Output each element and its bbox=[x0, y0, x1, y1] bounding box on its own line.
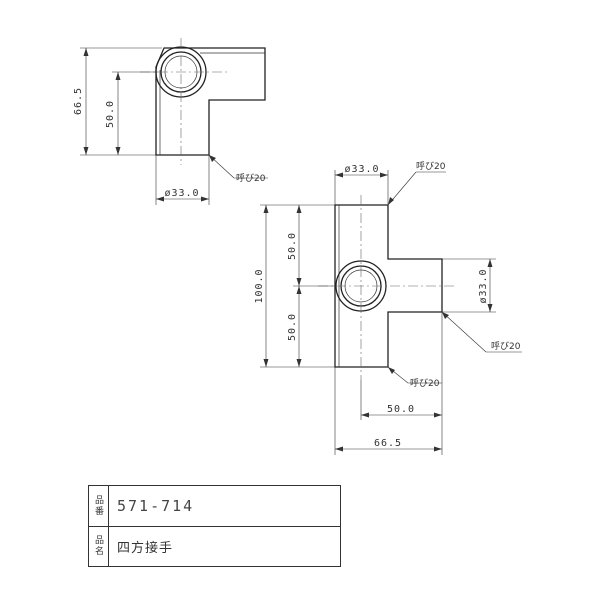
front-view-callout-top-arrow bbox=[388, 197, 394, 205]
top-view-dim-66-5: 66.5 bbox=[73, 87, 84, 115]
part-number: 571-714 bbox=[117, 497, 195, 515]
front-view-arrow-66-5-h-left bbox=[335, 446, 343, 452]
part-name-label: 品名 bbox=[89, 526, 109, 566]
front-view-arrow-dia-top-left bbox=[335, 172, 343, 178]
front-view-dim-100: 100.0 bbox=[254, 268, 265, 303]
front-view-dim-lower: 50.0 bbox=[287, 313, 298, 341]
front-view-arrow-lower-bottom bbox=[296, 359, 302, 367]
top-view-arrow-66-5-bottom bbox=[83, 147, 89, 155]
part-name-row: 品名 四方接手 bbox=[89, 526, 340, 566]
front-view-dim-width-inner: 50.0 bbox=[387, 404, 415, 415]
front-view-arrow-50-h-right bbox=[434, 412, 442, 418]
top-view-arrow-66-5-top bbox=[83, 48, 89, 56]
top-view: 66.5 50.0 ø33.0 呼び20 bbox=[73, 38, 268, 205]
front-view-callout-right-arrow bbox=[442, 312, 449, 319]
front-view-arrow-100-top bbox=[263, 205, 269, 213]
top-view-dim-dia: ø33.0 bbox=[164, 188, 199, 199]
front-view-callout-bottom-arrow bbox=[388, 367, 395, 374]
top-view-arrow-dia-left bbox=[156, 196, 164, 202]
front-view-dim-dia-top: ø33.0 bbox=[344, 164, 379, 175]
front-view-arrow-100-bottom bbox=[263, 359, 269, 367]
front-view-body-outline bbox=[334, 204, 443, 368]
front-view-arrow-dia-top-right bbox=[380, 172, 388, 178]
front-view-arrow-lower-top bbox=[296, 286, 302, 294]
front-view-dim-dia-right: ø33.0 bbox=[478, 268, 489, 303]
front-view-callout-right: 呼び20 bbox=[491, 341, 521, 352]
front-view-arrow-66-5-h-right bbox=[434, 446, 442, 452]
front-view-arrow-50-h-left bbox=[361, 412, 369, 418]
front-view-arrow-upper-bottom bbox=[296, 278, 302, 286]
part-name-cell: 四方接手 bbox=[117, 526, 173, 566]
front-view-arrow-dia-right-bottom bbox=[487, 304, 493, 312]
top-view-callout: 呼び20 bbox=[236, 173, 266, 184]
front-view-callout-bottom: 呼び20 bbox=[410, 378, 440, 389]
top-view-body-outline bbox=[155, 47, 266, 156]
front-view-dim-upper: 50.0 bbox=[287, 232, 298, 260]
top-view-arrow-50-top bbox=[115, 72, 121, 80]
part-number-cell: 571-714 bbox=[117, 486, 194, 526]
front-view-callout-right-leader bbox=[441, 311, 487, 353]
part-number-label: 品番 bbox=[89, 486, 109, 526]
part-number-row: 品番 571-714 bbox=[89, 486, 340, 527]
front-view-dim-width-total: 66.5 bbox=[374, 438, 402, 449]
top-view-arrow-50-bottom bbox=[115, 147, 121, 155]
front-view-arrow-upper-top bbox=[296, 205, 302, 213]
front-view: ø33.0 呼び20 100.0 50.0 50.0 ø33.0 bbox=[254, 161, 522, 455]
top-view-arrow-dia-right bbox=[201, 196, 209, 202]
top-view-dim-50: 50.0 bbox=[105, 100, 116, 128]
top-view-callout-arrow bbox=[209, 155, 216, 162]
title-block: 品番 571-714 品名 四方接手 bbox=[88, 485, 341, 567]
part-name: 四方接手 bbox=[117, 540, 174, 556]
front-view-arrow-dia-right-top bbox=[487, 259, 493, 267]
front-view-callout-top: 呼び20 bbox=[416, 161, 446, 172]
